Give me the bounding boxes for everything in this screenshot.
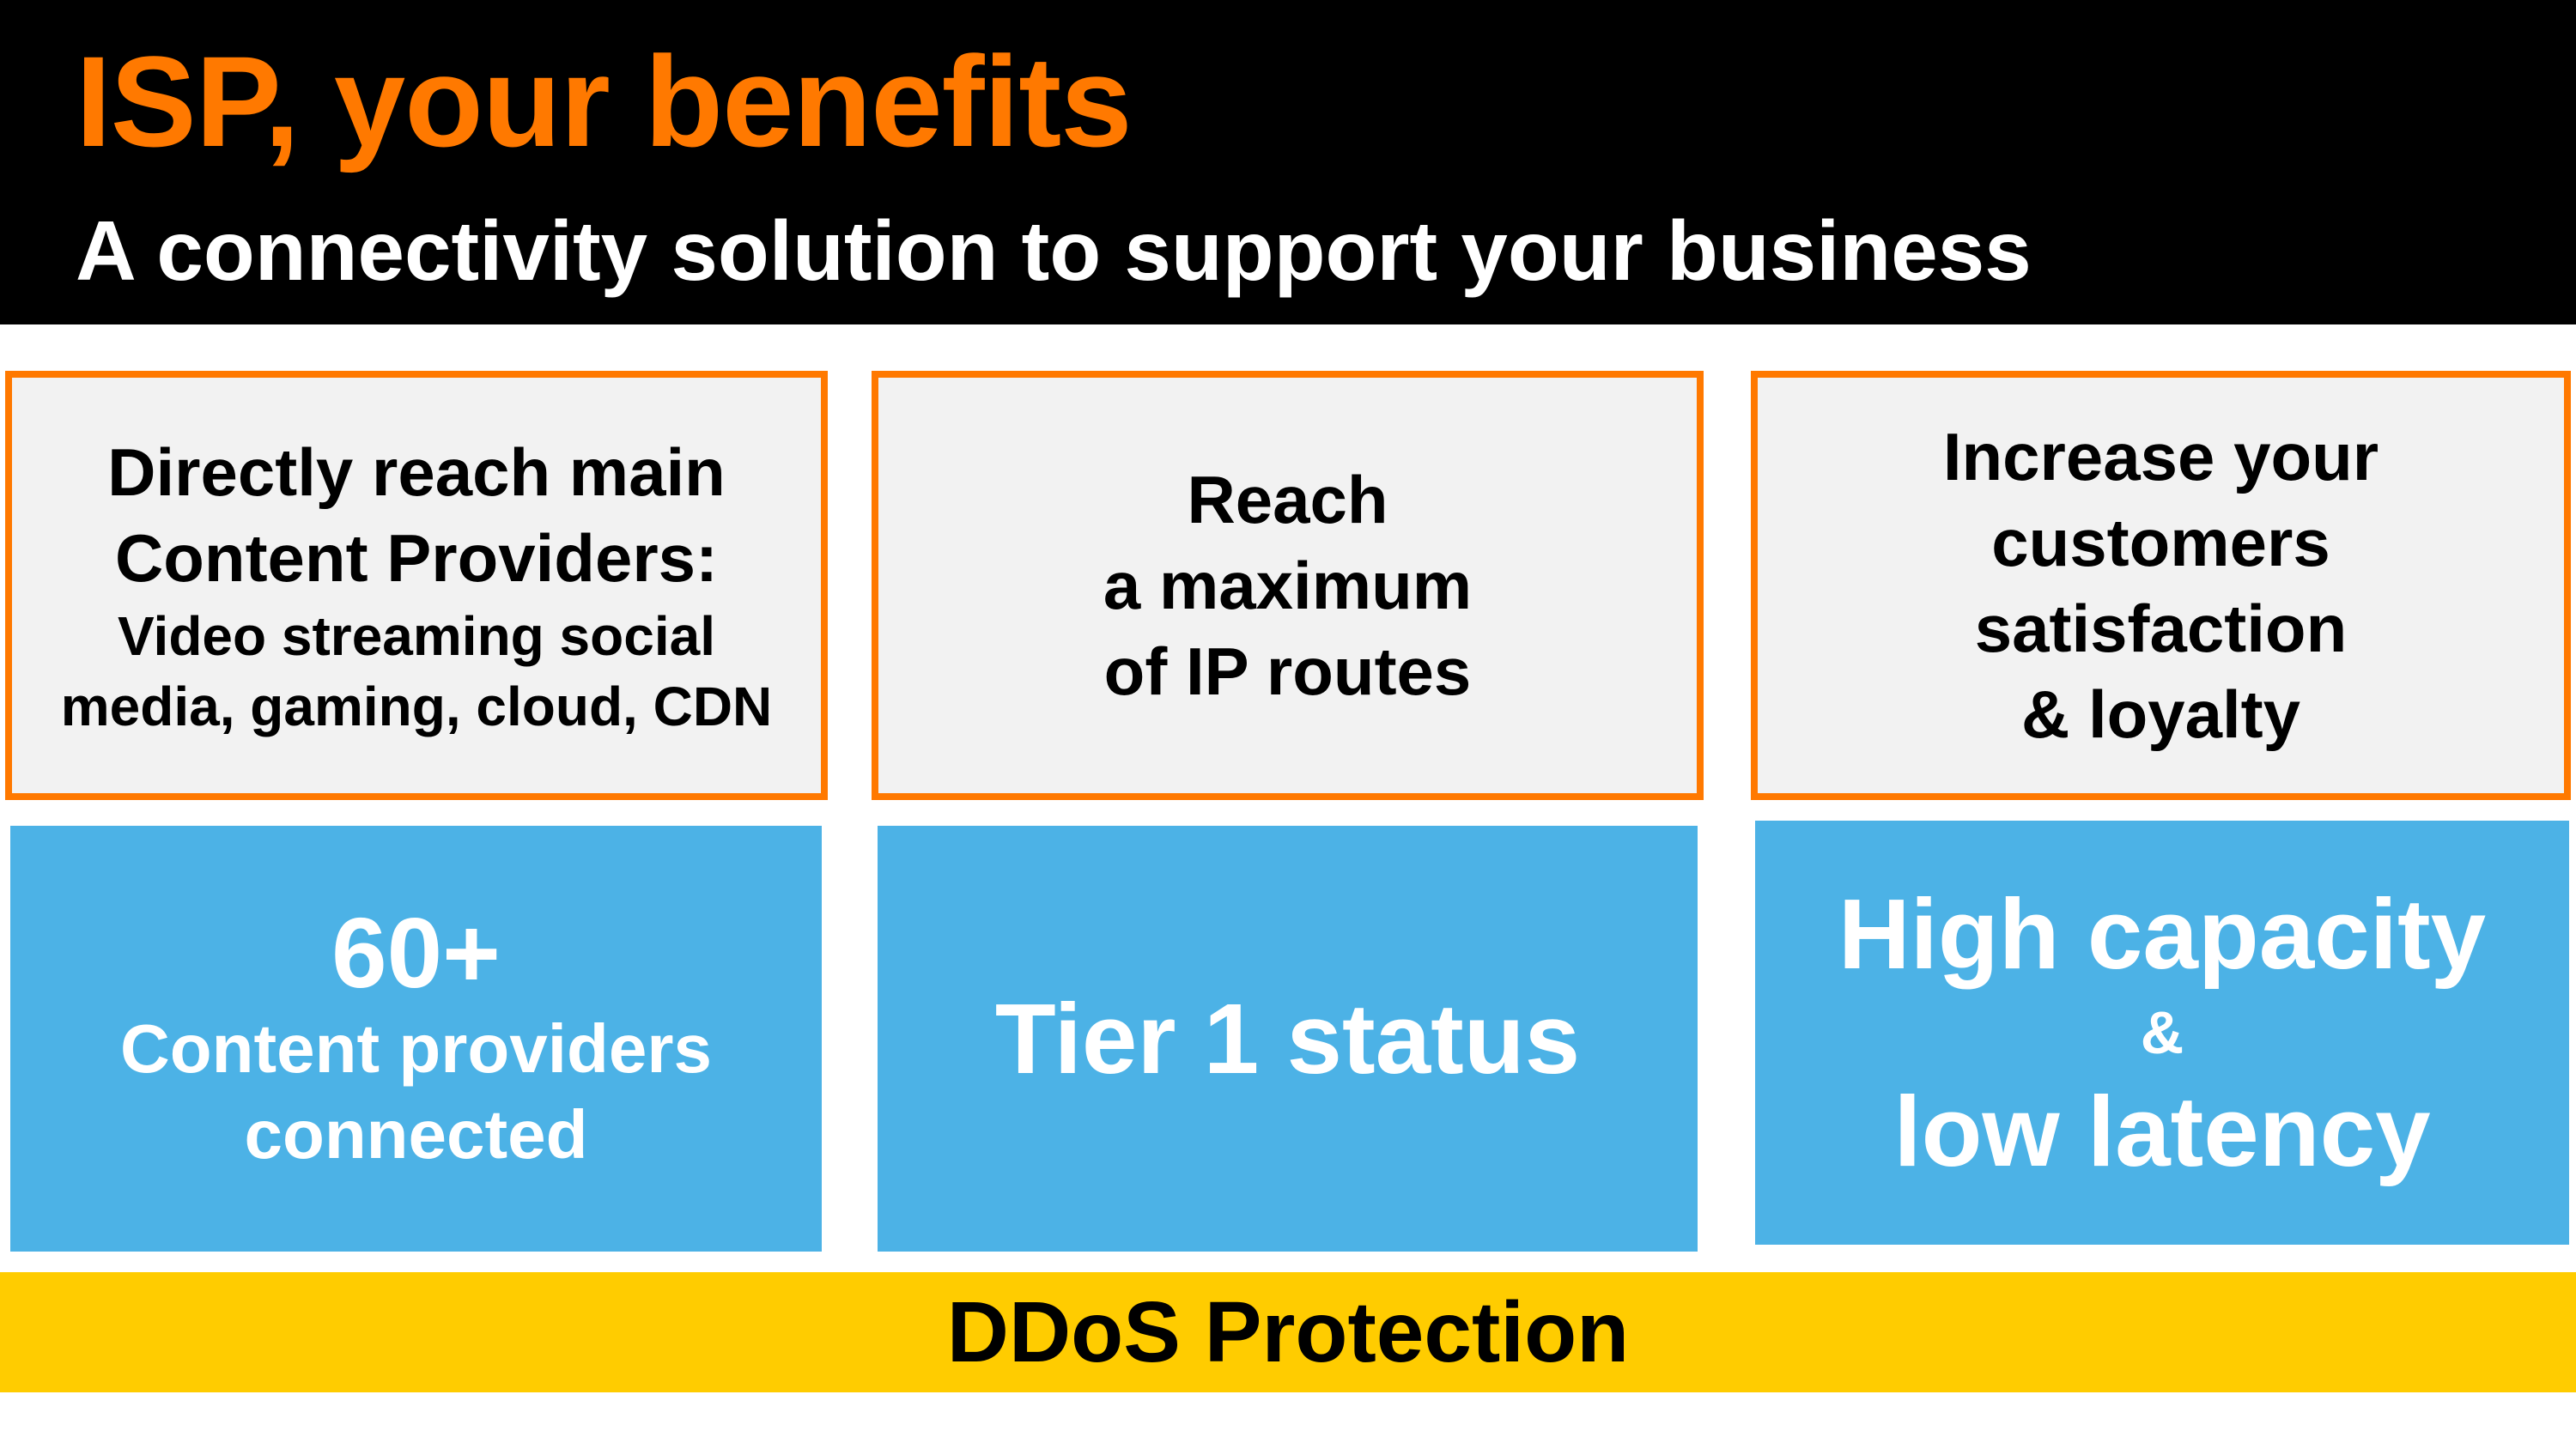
header-bar: ISP, your benefits A connectivity soluti… [0, 0, 2576, 324]
stat-card-tier1: Tier 1 status [878, 826, 1698, 1252]
stat-label-line: connected [244, 1096, 588, 1173]
stat-card-capacity-latency: High capacity & low latency [1755, 821, 2569, 1245]
benefit-card-content-providers: Directly reach main Content Providers: V… [5, 371, 828, 800]
stat-value: High capacity [1838, 878, 2487, 990]
page-title: ISP, your benefits [76, 29, 1133, 173]
stat-value: 60+ [331, 897, 501, 1009]
ddos-protection-label: DDoS Protection [946, 1284, 1630, 1380]
benefit-detail-line: Video streaming social [118, 605, 715, 667]
benefit-card-satisfaction: Increase your customers satisfaction & l… [1751, 371, 2571, 800]
benefit-line: Reach [1187, 462, 1388, 537]
stat-value: low latency [1893, 1076, 2431, 1187]
benefit-detail-line: media, gaming, cloud, CDN [60, 676, 773, 737]
benefit-line: of IP routes [1103, 634, 1472, 709]
stat-value: Tier 1 status [994, 983, 1581, 1094]
stat-connector: & [2140, 999, 2184, 1066]
benefit-line: customers [1991, 505, 2330, 580]
benefit-line: Increase your [1942, 419, 2379, 494]
benefit-line: satisfaction [1974, 591, 2348, 666]
benefit-line: Content Providers: [114, 520, 719, 596]
stat-label-line: Content providers [120, 1010, 712, 1087]
ddos-protection-banner: DDoS Protection [0, 1272, 2576, 1392]
stat-card-content-providers: 60+ Content providers connected [10, 826, 822, 1252]
page-subtitle: A connectivity solution to support your … [76, 203, 2032, 298]
benefit-line: Directly reach main [107, 434, 726, 510]
benefit-line: a maximum [1103, 548, 1473, 623]
benefit-line: & loyalty [2020, 676, 2301, 752]
benefit-card-ip-routes: Reach a maximum of IP routes [872, 371, 1704, 800]
